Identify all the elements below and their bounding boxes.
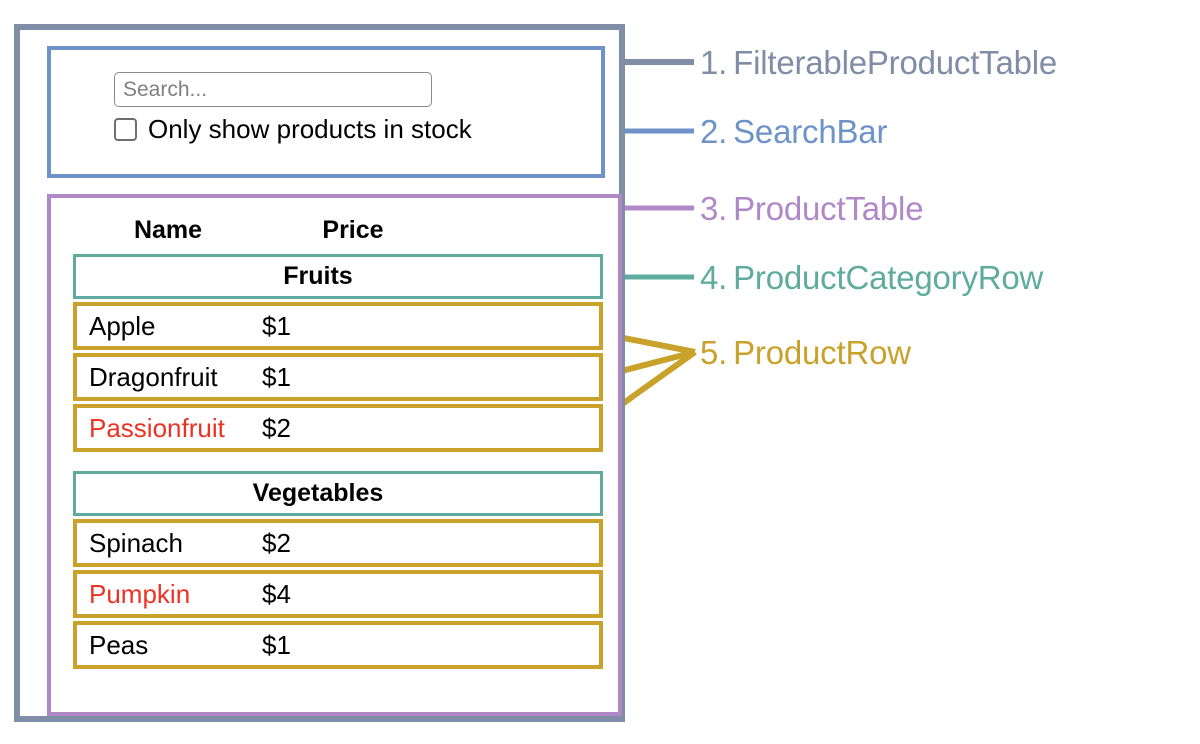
- product-name: Pumpkin: [89, 578, 191, 609]
- product-row: Spinach $2: [73, 519, 603, 567]
- legend-number: 1.: [700, 44, 728, 81]
- product-price: $2: [262, 527, 291, 558]
- in-stock-checkbox[interactable]: [114, 117, 137, 141]
- product-name: Spinach: [89, 527, 183, 558]
- legend-number: 2.: [700, 113, 728, 150]
- product-price: $1: [262, 361, 291, 392]
- product-category-row: Vegetables: [73, 471, 603, 516]
- product-row: Passionfruit $2: [73, 404, 603, 452]
- column-header-name: Name: [133, 215, 203, 244]
- legend-name: ProductTable: [733, 190, 924, 227]
- legend-number: 3.: [700, 190, 728, 227]
- product-category-label: Fruits: [283, 262, 353, 290]
- product-price: $4: [262, 578, 291, 609]
- product-name: Apple: [89, 310, 156, 341]
- legend-number: 5.: [700, 334, 728, 371]
- legend-name: FilterableProductTable: [733, 44, 1058, 81]
- legend-item-filterable-product-table: 1.FilterableProductTable: [700, 46, 1057, 79]
- legend-item-product-row: 5.ProductRow: [700, 336, 911, 369]
- product-name: Peas: [89, 629, 149, 660]
- product-category-row: Fruits: [73, 254, 603, 299]
- column-header-price: Price: [322, 215, 384, 244]
- product-price: $1: [262, 629, 291, 660]
- legend-item-product-table: 3.ProductTable: [700, 190, 924, 227]
- product-price: $1: [262, 310, 291, 341]
- product-name: Dragonfruit: [89, 361, 218, 392]
- legend-item-search-bar: 2.SearchBar: [700, 115, 887, 148]
- product-table-header: Name Price: [73, 208, 593, 252]
- legend-name: ProductCategoryRow: [733, 259, 1044, 296]
- product-row: Peas $1: [73, 621, 603, 669]
- legend-item-product-category-row: 4.ProductCategoryRow: [700, 261, 1043, 294]
- legend-name: SearchBar: [733, 113, 888, 150]
- search-input[interactable]: [114, 72, 432, 107]
- product-table-body: Fruits Apple $1 Dragonfruit $1 Passionfr…: [73, 254, 603, 672]
- category-group-spacer: [73, 455, 603, 471]
- product-row: Apple $1: [73, 302, 603, 350]
- in-stock-checkbox-label: Only show products in stock: [148, 114, 472, 144]
- product-row: Dragonfruit $1: [73, 353, 603, 401]
- filterable-product-table: Only show products in stock Name Price F…: [14, 24, 625, 722]
- product-table: Name Price Fruits Apple $1 Dragonfruit $…: [47, 194, 622, 716]
- product-category-label: Vegetables: [252, 479, 384, 507]
- legend-number: 4.: [700, 259, 728, 296]
- legend-name: ProductRow: [733, 334, 911, 371]
- product-price: $2: [262, 412, 291, 443]
- search-bar: Only show products in stock: [47, 46, 605, 178]
- product-row: Pumpkin $4: [73, 570, 603, 618]
- product-name: Passionfruit: [89, 412, 225, 443]
- in-stock-filter[interactable]: Only show products in stock: [114, 116, 472, 142]
